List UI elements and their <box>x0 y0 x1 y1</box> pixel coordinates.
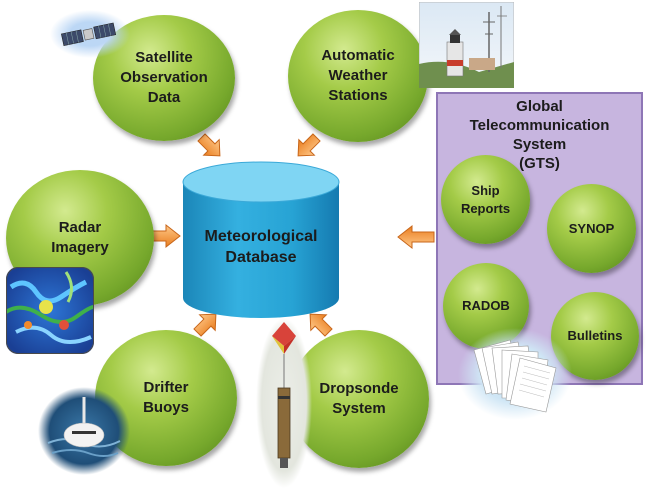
node-dropsonde-label: Dropsonde System <box>319 380 399 417</box>
node-satellite-label: Satellite Observation Data <box>120 49 208 106</box>
gts-synop: SYNOP <box>547 184 636 273</box>
arrow-weather <box>297 133 321 157</box>
buoy-photo <box>38 387 130 475</box>
ship-reports-label: Ship Reports <box>460 182 511 216</box>
synop-label: SYNOP <box>568 220 615 236</box>
node-weather-label: Automatic Weather Stations <box>321 47 395 104</box>
satellite-icon <box>50 10 130 58</box>
gts-ship-reports: Ship Reports <box>441 155 530 244</box>
node-satellite: Satellite Observation Data <box>93 15 235 141</box>
node-dropsonde: Dropsonde System <box>289 330 429 468</box>
radob-label: RADOB <box>462 298 510 313</box>
node-weather-stations: Automatic Weather Stations <box>288 10 428 142</box>
dropsonde-photo <box>256 318 312 488</box>
arrow-gts <box>397 224 435 250</box>
bulletin-papers-icon <box>458 328 572 420</box>
node-radar-label: Radar Imagery <box>51 219 109 256</box>
arrow-dropsonde <box>309 313 333 337</box>
radar-map-image <box>6 267 94 354</box>
database-cylinder <box>182 161 340 318</box>
arrow-satellite <box>197 133 221 157</box>
database-label: Meteorological Database <box>204 228 318 266</box>
bulletins-label: Bulletins <box>567 328 623 343</box>
node-drifter-label: Drifter Buoys <box>143 379 189 416</box>
weather-station-photo <box>419 2 514 88</box>
gts-title: Global Telecommunication System (GTS) <box>469 98 610 172</box>
arrow-radar <box>149 223 181 249</box>
arrow-drifter <box>193 313 217 337</box>
